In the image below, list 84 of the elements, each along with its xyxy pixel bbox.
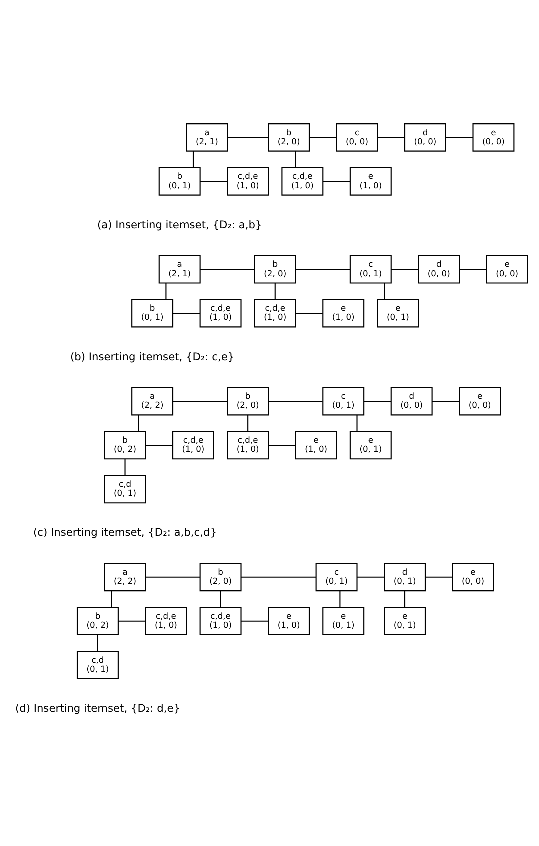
connector [404,590,406,608]
connector [241,620,268,622]
connector [200,268,255,270]
node-box: c,d (0, 1) [76,650,119,680]
connector [118,620,146,622]
connector [296,312,323,314]
node-box: e (0, 1) [322,606,365,636]
node-box: e (0, 0) [459,386,502,416]
node-box: d (0, 0) [404,123,446,152]
connector [323,180,350,182]
connector [138,414,140,432]
connector [192,150,194,168]
connector [173,400,228,402]
connector [364,400,392,402]
connector [111,590,112,608]
connector [248,414,249,432]
node-box: e (0, 1) [377,298,420,328]
connector [146,444,173,446]
node-box: c,d,e (1, 0) [172,430,214,460]
node-box: c,d,e (1, 0) [200,606,242,636]
connector [200,180,228,182]
connector [124,458,126,476]
label: (a) Inserting itemset, {D₂: a,b} [97,218,262,231]
node-box: b (0, 2) [76,606,119,636]
connector [173,312,200,314]
connector [432,400,460,402]
connector [340,590,341,608]
node-box: a (2, 1) [158,254,201,284]
connector [446,136,474,138]
connector [220,590,222,608]
node-box: c,d,e (1, 0) [282,166,324,196]
node-box: d (0, 0) [418,254,460,284]
connector [146,576,200,578]
node-box: a (2, 2) [104,562,146,592]
node-box: e (1, 0) [322,298,365,328]
node-box: e (0, 0) [452,562,494,592]
node-box: e (1, 0) [295,430,338,460]
node-box: b (2, 0) [227,386,270,416]
node-box: c (0, 1) [322,386,365,416]
node-box: b (0, 2) [104,430,146,460]
node-box: c (0, 1) [316,562,358,592]
node-box: e (0, 0) [472,123,515,152]
node-box: b (2, 0) [200,562,242,592]
node-box: b (2, 0) [254,254,296,284]
node-box: c (0, 1) [350,254,392,284]
node-box: c,d,e (1, 0) [227,430,270,460]
connector [241,576,316,578]
connector [356,414,358,432]
connector [378,136,405,138]
connector [295,150,296,168]
connector [274,282,276,300]
label: (d) Inserting itemset, {D₂: d,e} [15,702,180,715]
connector [310,136,337,138]
connector [268,400,323,402]
node-box: c,d,e (1, 0) [145,606,188,636]
connector [166,282,167,300]
node-box: b (0, 1) [132,298,174,328]
node-box: e (0, 1) [350,430,392,460]
node-box: b (2, 0) [268,123,310,152]
node-box: c,d,e (1, 0) [254,298,296,328]
label: (c) Inserting itemset, {D₂: a,b,c,d} [34,526,217,539]
connector [460,268,487,270]
connector [296,268,350,270]
connector [384,282,386,300]
node-box: b (0, 1) [158,166,201,196]
node-box: e (1, 0) [268,606,310,636]
connector [391,268,418,270]
node-box: e (0, 1) [384,606,426,636]
node-box: e (1, 0) [350,166,392,196]
connector [268,444,296,446]
node-box: a (2, 1) [186,123,228,152]
connector [228,136,268,138]
node-box: c (0, 0) [336,123,378,152]
connector [97,634,98,652]
connector [426,576,453,578]
node-box: c,d,e (1, 0) [200,298,242,328]
node-box: a (2, 2) [132,386,174,416]
node-box: c,d (0, 1) [104,474,146,504]
node-box: d (0, 0) [390,386,433,416]
connector [357,576,384,578]
node-box: d (0, 1) [384,562,426,592]
node-box: c,d,e (1, 0) [227,166,270,196]
label: (b) Inserting itemset, {D₂: c,e} [70,350,235,363]
node-box: e (0, 0) [486,254,528,284]
